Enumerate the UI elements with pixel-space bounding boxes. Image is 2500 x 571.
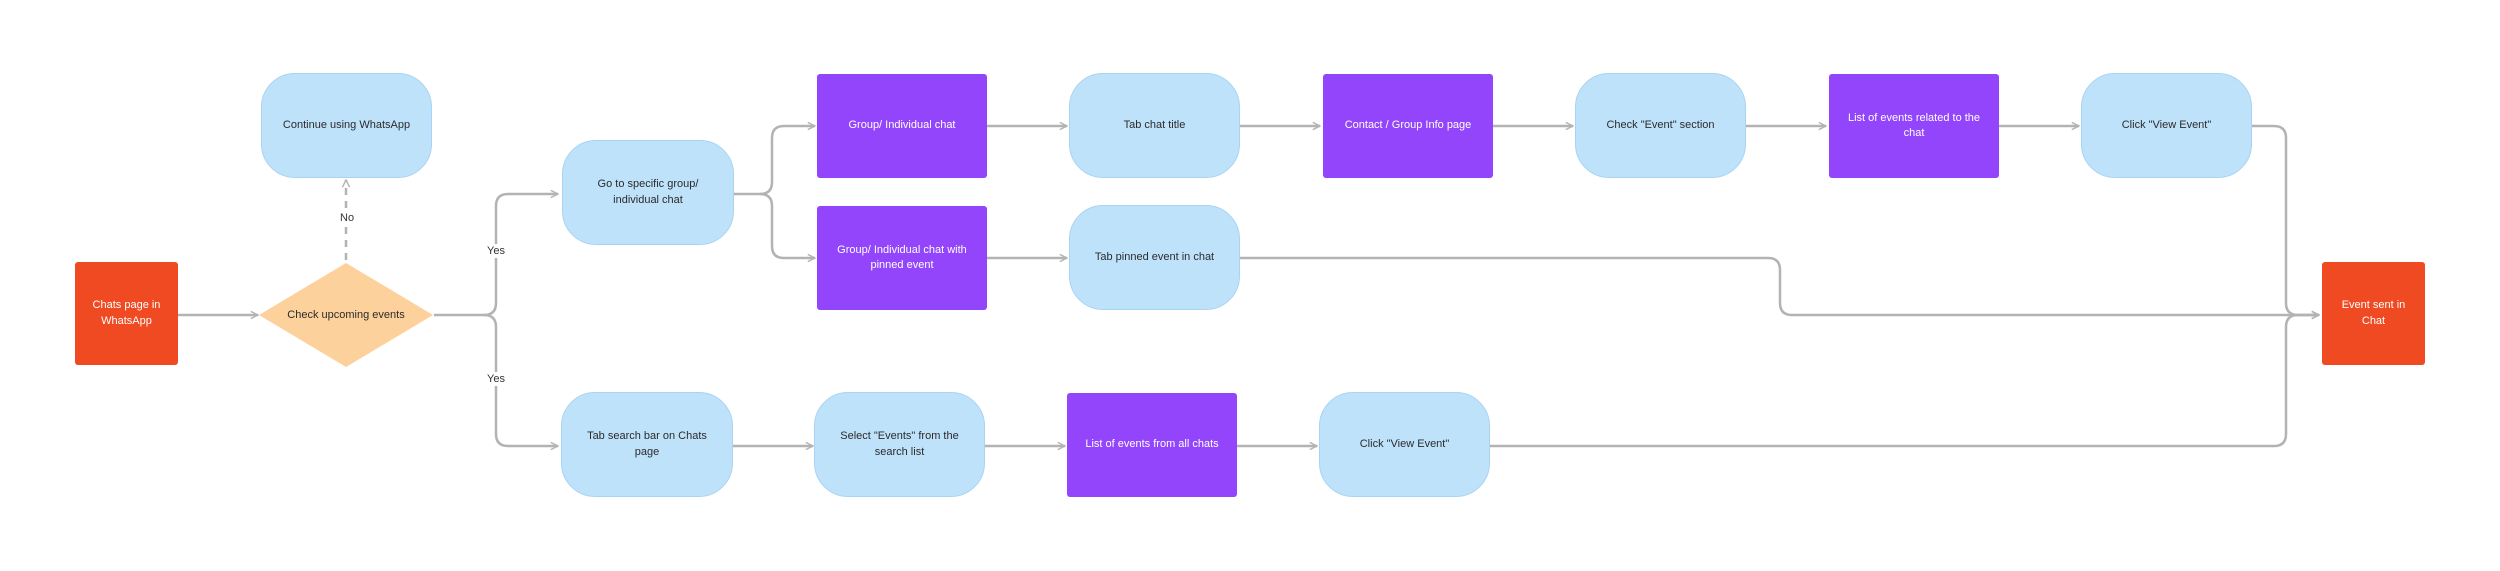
group-chat-pinned-node: Group/ Individual chat with pinned event	[817, 206, 987, 310]
group-individual-chat-node: Group/ Individual chat	[817, 74, 987, 178]
edge-check-to-search	[483, 313, 558, 446]
click-view-event-top-node: Click "View Event"	[2081, 73, 2252, 178]
edge-view-bottom-to-sent	[1490, 315, 2319, 448]
event-sent-node: Event sent in Chat	[2322, 262, 2425, 365]
tab-chat-title-node: Tab chat title	[1069, 73, 1240, 178]
edge-specific-to-group	[734, 126, 815, 196]
click-view-event-bottom-node: Click "View Event"	[1319, 392, 1490, 497]
edge-tabpinned-to-sent	[1240, 256, 2319, 315]
check-event-section-node: Check "Event" section	[1575, 73, 1746, 178]
edge-specific-to-pinned	[759, 192, 815, 258]
edge-label-yes-bottom: Yes	[484, 372, 508, 386]
tab-pinned-event-node: Tab pinned event in chat	[1069, 205, 1240, 310]
list-events-all-chats-node: List of events from all chats	[1067, 393, 1237, 497]
select-events-node: Select "Events" from the search list	[814, 392, 985, 497]
continue-using-node: Continue using WhatsApp	[261, 73, 432, 178]
chats-page-node: Chats page in WhatsApp	[75, 262, 178, 365]
list-events-related-node: List of events related to the chat	[1829, 74, 1999, 178]
go-specific-chat-node: Go to specific group/ individual chat	[562, 140, 734, 245]
tab-search-bar-node: Tab search bar on Chats page	[561, 392, 733, 497]
contact-group-info-node: Contact / Group Info page	[1323, 74, 1493, 178]
edge-label-no: No	[337, 211, 358, 225]
edge-label-yes-top: Yes	[484, 244, 508, 258]
edge-view-top-to-sent	[2252, 124, 2319, 315]
diamond-shape	[259, 263, 433, 367]
check-upcoming-decision: Check upcoming events	[258, 262, 434, 368]
check-upcoming-label: Check upcoming events	[287, 308, 405, 321]
